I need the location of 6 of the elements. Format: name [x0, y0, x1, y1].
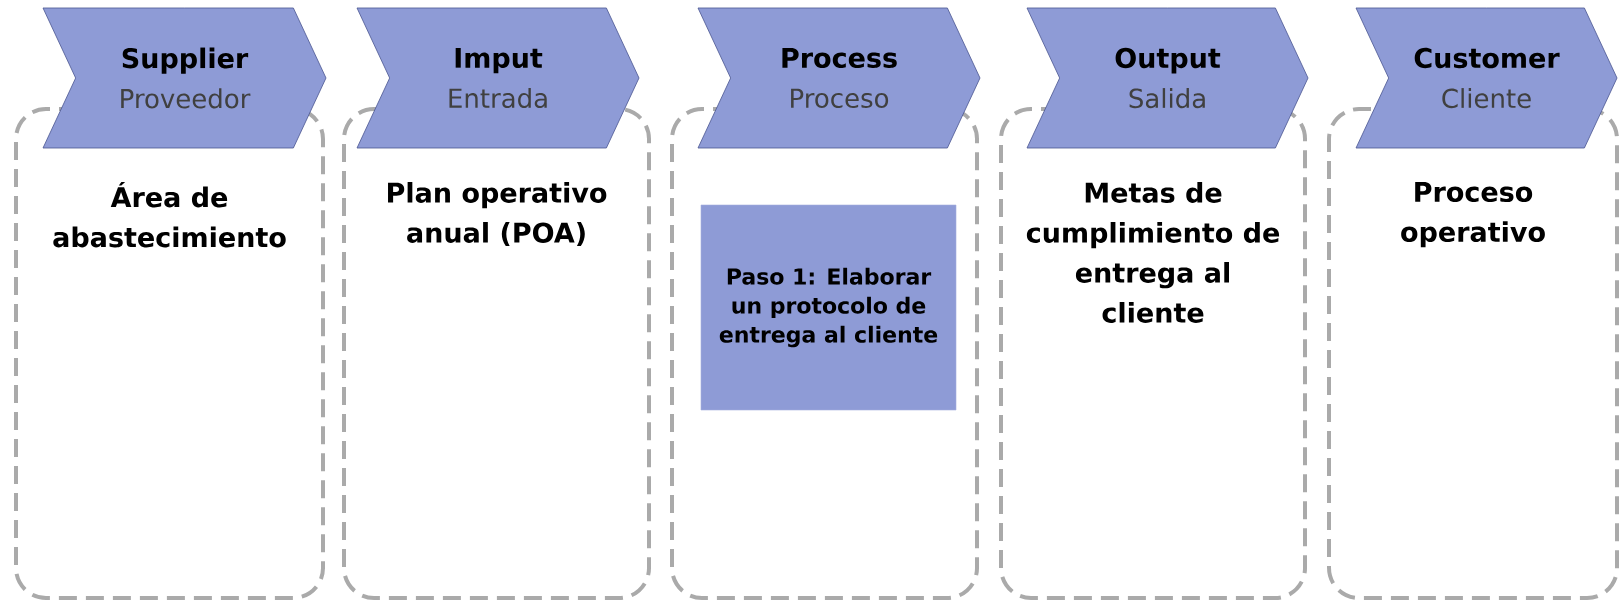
- chevron-header: Output Salida: [1026, 7, 1309, 149]
- step-box: Paso 1: Elaborar un protocolo de entrega al cliente: [700, 204, 957, 411]
- chevron-header: Process Proceso: [697, 7, 981, 149]
- chevron-header: Supplier Proveedor: [42, 7, 327, 149]
- chevron-header: Customer Cliente: [1355, 7, 1618, 149]
- chevron-header: Imput Entrada: [356, 7, 640, 149]
